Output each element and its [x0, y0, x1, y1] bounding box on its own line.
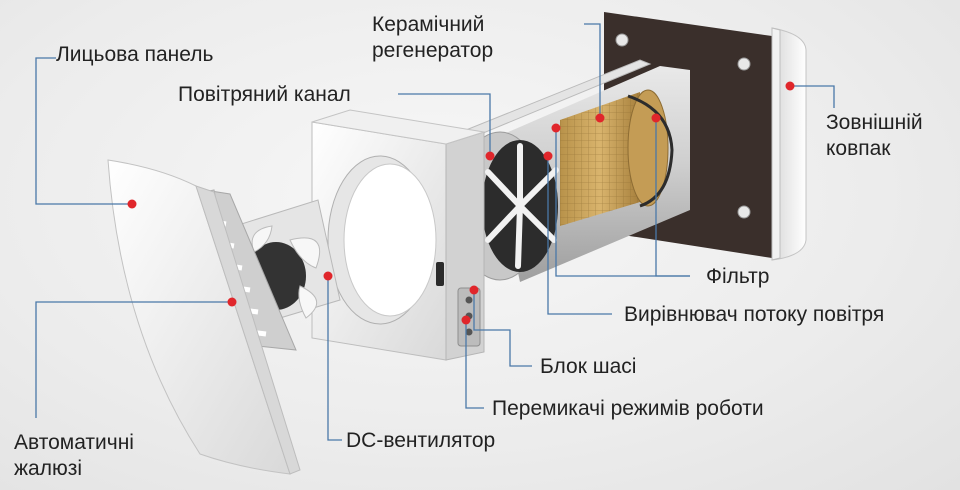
label-dc-fan: DC-вентилятор: [346, 429, 496, 452]
label-flow-straightener: Вирівнювач потоку повітря: [624, 303, 885, 326]
leader-ceramic: [584, 23, 601, 118]
leader-dc-fan: [327, 276, 342, 441]
front-panel: [107, 159, 301, 475]
leader-filter-1: [555, 128, 690, 277]
marker-dot: [543, 151, 553, 161]
leader-shutters: [35, 301, 232, 418]
screw-icon: [737, 57, 751, 71]
marker-dot: [551, 123, 561, 133]
leader-front-panel: [35, 57, 132, 205]
flow-straightener: [485, 143, 559, 269]
marker-dot: [469, 285, 479, 295]
label-filter: Фільтр: [706, 265, 770, 288]
leader-lines: [35, 23, 835, 441]
leader-straightener: [547, 156, 612, 315]
marker-dot: [785, 81, 795, 91]
marker-dot: [323, 271, 333, 281]
label-ceramic-regenerator: Керамічний регенератор: [372, 13, 494, 62]
marker-dot: [595, 113, 605, 123]
marker-dot: [227, 297, 237, 307]
marker-dot: [651, 113, 661, 123]
label-outer-hood: Зовнішній ковпак: [826, 111, 923, 160]
label-mode-switches: Перемикачі режимів роботи: [492, 397, 764, 420]
leader-air-duct: [398, 93, 491, 156]
leader-switches: [465, 320, 484, 409]
marker-dot: [461, 315, 471, 325]
chassis-block: [311, 109, 485, 361]
label-front-panel: Лицьова панель: [56, 43, 214, 66]
leader-chassis: [473, 290, 532, 367]
leader-filter-2: [655, 118, 690, 277]
label-air-duct: Повітряний канал: [178, 83, 351, 106]
screw-icon: [615, 33, 629, 47]
label-chassis-block: Блок шасі: [540, 355, 637, 378]
marker-dot: [127, 199, 137, 209]
marker-dot: [485, 151, 495, 161]
marker-dots: [127, 81, 795, 325]
label-auto-shutters: Автоматичні жалюзі: [14, 431, 134, 480]
leader-outer-hood: [790, 85, 835, 108]
screw-icon: [737, 205, 751, 219]
